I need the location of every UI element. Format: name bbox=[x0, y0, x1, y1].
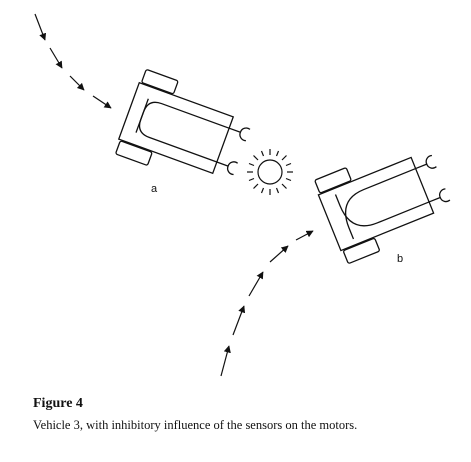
label-b: b bbox=[397, 253, 403, 265]
vehicle-body bbox=[317, 156, 435, 252]
trajectory-arrow-icon bbox=[92, 95, 112, 109]
vehicle-wheel bbox=[115, 140, 153, 166]
sensor bbox=[226, 161, 239, 176]
trajectory-b bbox=[220, 230, 314, 377]
sensor bbox=[425, 154, 437, 169]
figure-caption-text: Vehicle 3, with inhibitory influence of … bbox=[33, 418, 358, 432]
sensor-wire bbox=[345, 167, 416, 240]
vehicle-wheel bbox=[314, 167, 352, 194]
trajectory-arrow-icon bbox=[248, 271, 264, 297]
sensor-wire bbox=[138, 98, 218, 163]
sensor bbox=[439, 188, 451, 203]
trajectory-arrow-icon bbox=[69, 75, 85, 91]
trajectory-a bbox=[34, 13, 112, 109]
trajectory-arrow-icon bbox=[49, 47, 63, 69]
vehicle-a bbox=[115, 69, 251, 176]
sensor bbox=[239, 127, 251, 142]
vehicle-wheel bbox=[141, 69, 179, 95]
figure-caption-title: Figure 4 bbox=[33, 396, 83, 411]
trajectory-arrow-icon bbox=[220, 345, 231, 377]
vehicle-b bbox=[314, 154, 451, 264]
figure-illustration: a b bbox=[34, 13, 451, 377]
vehicle-icon bbox=[115, 69, 251, 176]
vehicle-icon bbox=[314, 154, 451, 264]
trajectory-arrow-icon bbox=[34, 13, 47, 41]
trajectory-arrow-icon bbox=[269, 245, 289, 263]
sensor-wire bbox=[334, 194, 430, 227]
light-source-icon bbox=[247, 149, 293, 195]
trajectory-arrow-icon bbox=[232, 305, 246, 336]
label-a: a bbox=[151, 183, 158, 195]
vehicle-wheel bbox=[343, 237, 380, 264]
trajectory-arrow-icon bbox=[295, 230, 314, 241]
